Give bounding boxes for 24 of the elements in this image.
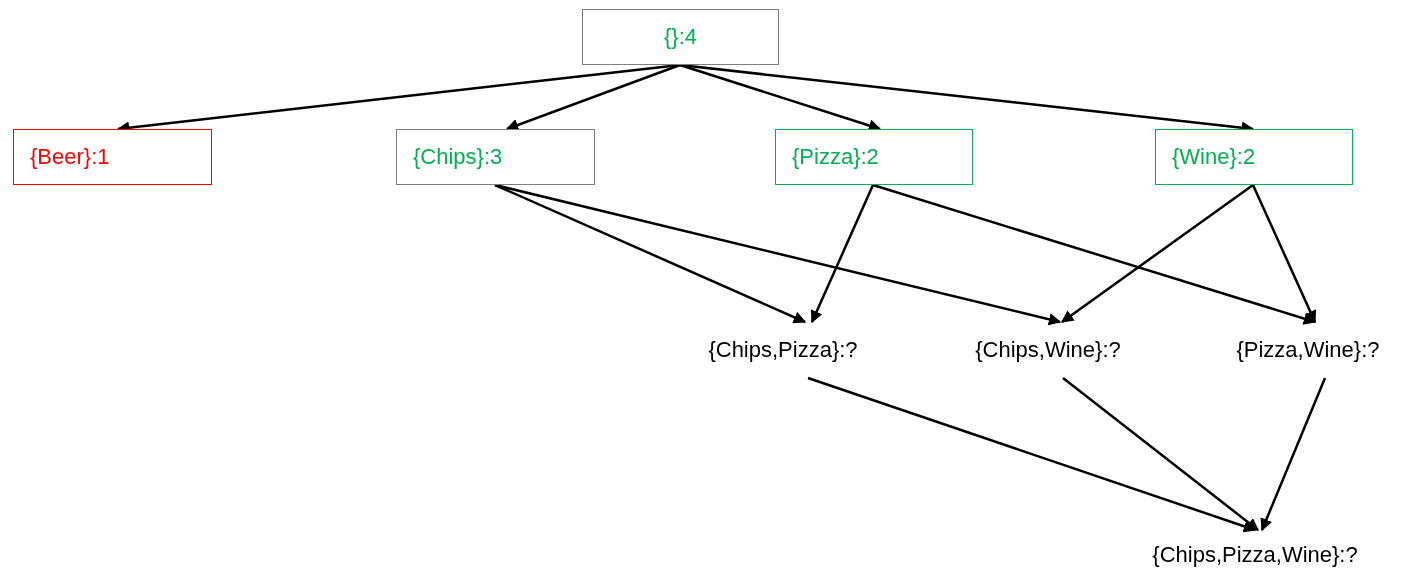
itemset-label: {Wine}:2 [1172, 144, 1256, 170]
arrow [1260, 377, 1327, 532]
arrow [872, 183, 1317, 325]
arrow [494, 183, 1062, 326]
itemset-label: {Chips,Wine}:? [975, 337, 1121, 363]
arrow [505, 63, 681, 131]
itemset-label: {Pizza}:2 [792, 144, 879, 170]
itemset-box [1155, 129, 1353, 185]
itemset-label: {Pizza,Wine}:? [1236, 337, 1380, 363]
itemset-label: {Chips,Pizza,Wine}:? [1152, 542, 1358, 568]
arrow [807, 376, 1257, 533]
itemset-box [775, 129, 973, 185]
itemset-label: {}:4 [663, 24, 697, 50]
arrow [1061, 184, 1254, 323]
itemset-label: {Beer}:1 [30, 144, 110, 170]
arrow [1251, 184, 1317, 324]
itemset-label: {Chips}:3 [413, 144, 503, 170]
itemset-box [582, 9, 779, 65]
itemset-label: {Chips,Pizza}:? [708, 337, 858, 363]
arrow [494, 183, 807, 324]
arrow [810, 184, 875, 324]
arrow [1062, 377, 1259, 531]
itemset-box [13, 129, 212, 185]
itemset-box [396, 129, 595, 185]
